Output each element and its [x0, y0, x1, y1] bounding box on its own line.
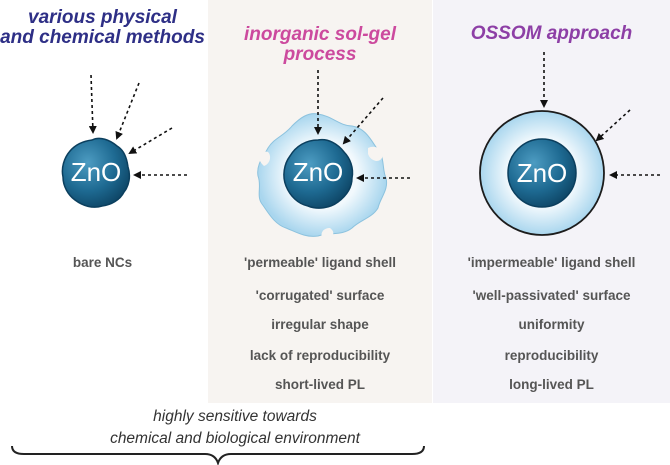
title-line: OSSOM approach	[470, 23, 633, 44]
column-title-ossom: OSSOM approach	[433, 24, 670, 44]
title-line: process	[283, 44, 357, 65]
sol-gel-core-shape	[283, 138, 354, 209]
property-item-ossom: 'impermeable' ligand shell	[467, 255, 636, 270]
shell-gap	[321, 228, 334, 239]
core-label-ossom: ZnO	[517, 158, 568, 188]
property-item-ossom: 'well-passivated' surface	[472, 288, 631, 303]
shell-gap	[259, 151, 271, 166]
property-item-sol-gel: 'corrugated' surface	[255, 288, 385, 303]
title-line: and chemical methods	[0, 27, 205, 48]
caption-line: chemical and biological environment	[110, 430, 360, 447]
bare-core-shape	[61, 137, 131, 208]
property-item-ossom: uniformity	[518, 317, 585, 332]
core-label-sol-gel: ZnO	[293, 157, 344, 187]
approach-arrows-bare	[88, 74, 187, 179]
arrow	[115, 82, 140, 140]
bare-nanocrystal	[61, 137, 131, 208]
grouping-brace	[11, 445, 425, 465]
property-item-sol-gel: lack of reproducibility	[249, 348, 391, 363]
sol-gel-nanocrystal	[257, 113, 388, 239]
ossom-nanocrystal	[479, 110, 605, 236]
property-item-ossom: reproducibility	[504, 348, 599, 363]
brace-caption: highly sensitive towards chemical and bi…	[40, 406, 430, 450]
property-item-ossom: long-lived PL	[509, 377, 594, 392]
ossom-core	[507, 138, 577, 208]
approach-arrows-ossom	[540, 52, 660, 179]
property-item-bare: bare NCs	[72, 255, 133, 270]
shell-gap	[368, 146, 383, 161]
arrow	[595, 109, 631, 142]
property-item-sol-gel: short-lived PL	[274, 377, 365, 392]
arrow	[342, 97, 384, 145]
title-line: inorganic sol-gel	[243, 24, 397, 45]
arrow	[88, 74, 97, 134]
core-label-bare: ZnO	[71, 157, 122, 187]
property-item-sol-gel: 'permeable' ligand shell	[244, 255, 396, 270]
property-item-sol-gel: irregular shape	[271, 317, 369, 332]
approach-arrows-sol-gel	[314, 70, 410, 182]
column-title-sol-gel: inorganic sol-gel process	[208, 25, 432, 65]
arrow	[128, 127, 173, 155]
caption-line: highly sensitive towards	[153, 408, 317, 425]
title-line: various physical	[28, 7, 177, 28]
column-title-physical-methods: various physical and chemical methods	[0, 8, 205, 48]
